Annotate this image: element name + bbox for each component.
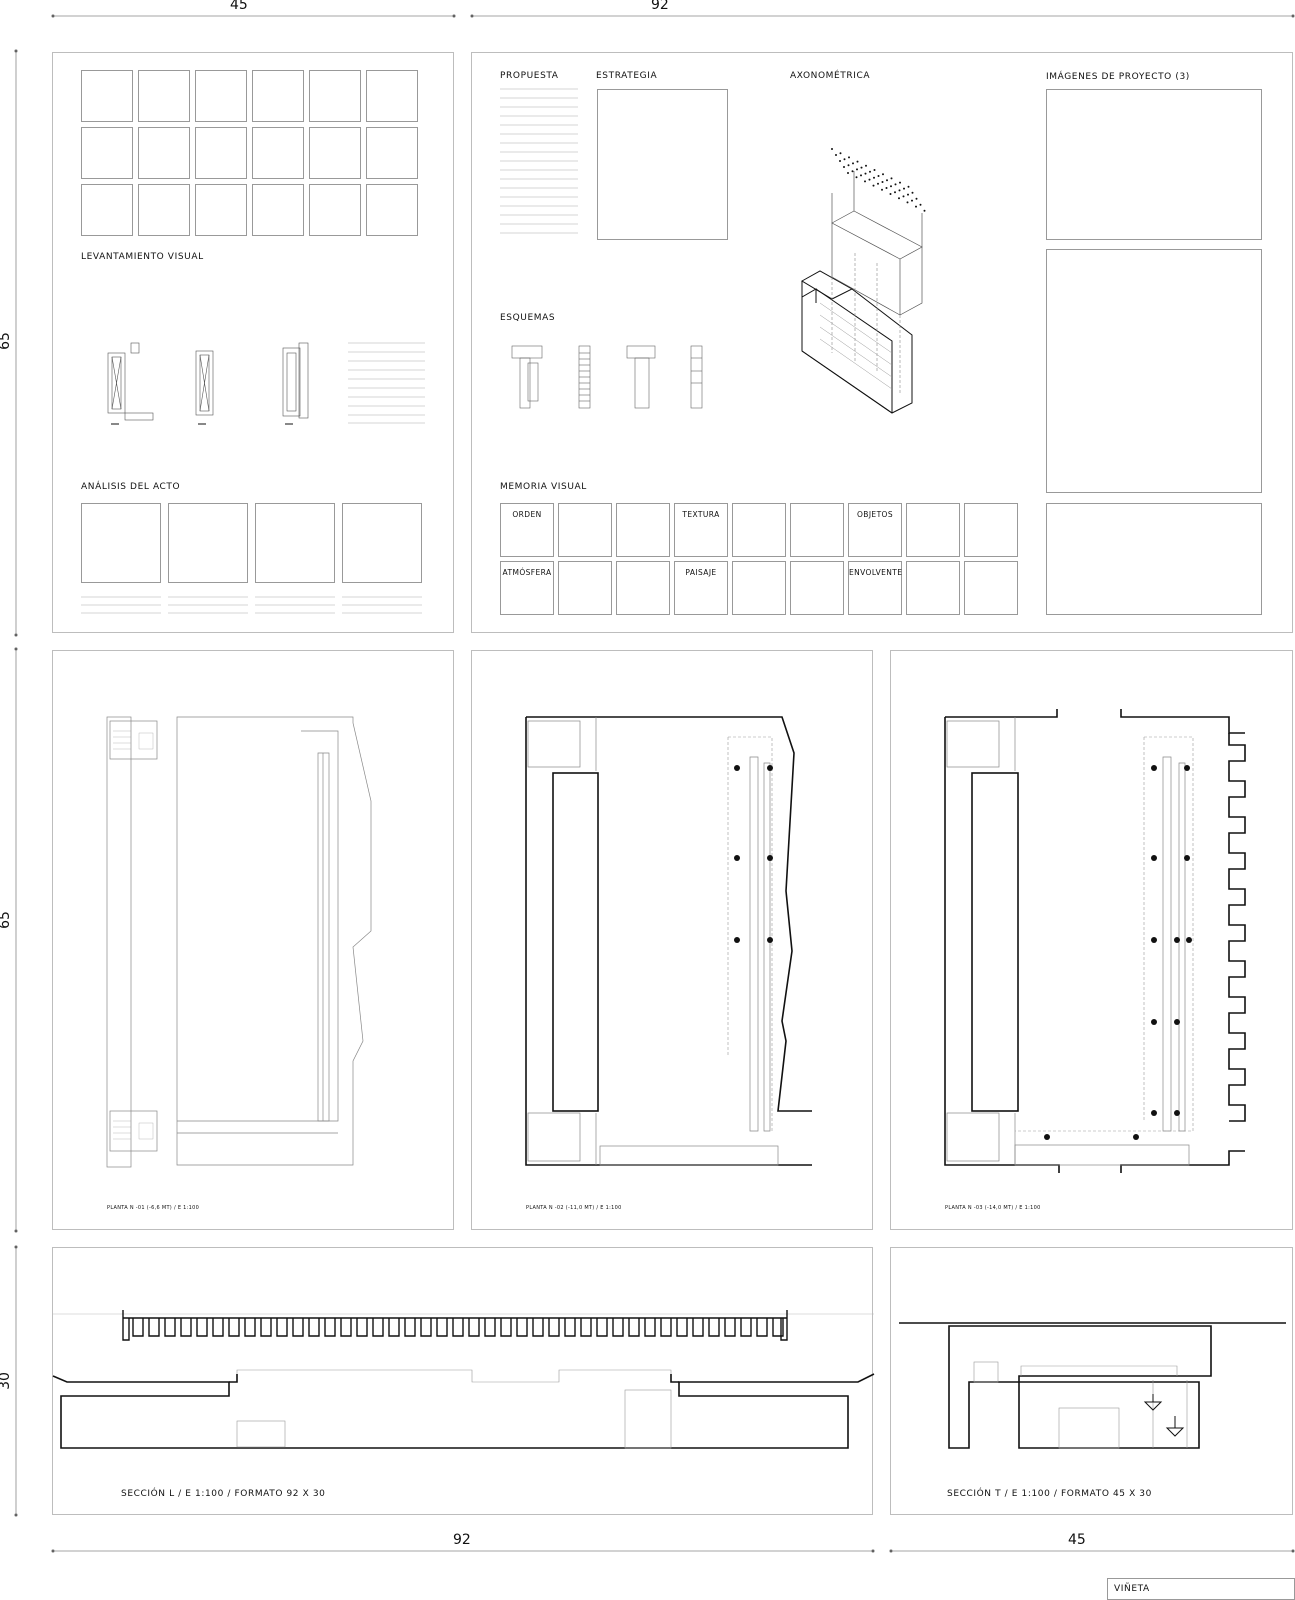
survey-photo: [309, 70, 361, 122]
act-image-1: [81, 503, 161, 583]
memoria-cell: ORDEN: [500, 503, 554, 557]
memoria-cell: TEXTURA: [674, 503, 728, 557]
estrategia-title: ESTRATEGIA: [596, 71, 658, 81]
act-text-lines: [81, 596, 422, 614]
survey-photo: [252, 70, 304, 122]
survey-photo: [195, 70, 247, 122]
propuesta-title: PROPUESTA: [500, 71, 559, 81]
memoria-cell: [558, 561, 612, 615]
survey-photo: [195, 127, 247, 179]
dim-top-right: 92: [651, 0, 669, 13]
memoria-cell-label: TEXTURA: [682, 510, 720, 519]
memoria-cell: ENVOLVENTE: [848, 561, 902, 615]
survey-plans: [107, 342, 425, 425]
levantamiento-title: LEVANTAMIENTO VISUAL: [81, 252, 204, 262]
memoria-cell: [906, 503, 960, 557]
sheet-analysis: LEVANTAMIENTO VISUAL ANÁLISIS DEL ACTO: [52, 52, 454, 633]
analisis-title: ANÁLISIS DEL ACTO: [81, 482, 181, 492]
survey-photo: [81, 127, 133, 179]
vineta-box: VIÑETA: [1107, 1578, 1295, 1600]
dim-bottom-left: 92: [453, 1532, 471, 1548]
survey-photo: [138, 184, 190, 236]
memoria-title: MEMORIA VISUAL: [500, 482, 587, 492]
act-image-3: [255, 503, 335, 583]
memoria-cell: [964, 503, 1018, 557]
plan-1-drawing: [106, 716, 372, 1168]
propuesta-text-lines: [500, 88, 578, 234]
memoria-cell: OBJETOS: [848, 503, 902, 557]
plan-2-drawing: [525, 716, 812, 1166]
memoria-cell: [732, 503, 786, 557]
plan-3-caption: PLANTA N -03 (-14,0 MT) / E 1:100: [945, 1205, 1041, 1211]
section-l-drawing: [52, 1310, 875, 1449]
project-image-3: [1046, 503, 1262, 615]
memoria-cell: ATMÓSFERA: [500, 561, 554, 615]
memoria-cell: [790, 503, 844, 557]
esquemas-title: ESQUEMAS: [500, 313, 556, 323]
survey-photo: [138, 127, 190, 179]
plan-3-drawing: [944, 709, 1246, 1173]
survey-photo: [366, 127, 418, 179]
memoria-cell-label: ENVOLVENTE: [849, 568, 903, 577]
dim-bottom-right: 45: [1068, 1532, 1086, 1548]
schemes-drawings: [511, 345, 703, 409]
project-image-1: [1046, 89, 1262, 240]
section-transversal: SECCIÓN T / E 1:100 / FORMATO 45 X 30: [890, 1247, 1293, 1515]
survey-photo: [309, 184, 361, 236]
survey-photo: [252, 184, 304, 236]
survey-photo: [366, 184, 418, 236]
survey-photo: [195, 184, 247, 236]
memoria-cell-label: ORDEN: [512, 510, 542, 519]
plan-2-caption: PLANTA N -02 (-11,0 MT) / E 1:100: [526, 1205, 622, 1211]
project-image-2: [1046, 249, 1262, 493]
plan-1-caption: PLANTA N -01 (-6,6 MT) / E 1:100: [107, 1205, 200, 1211]
axonometrica-title: AXONOMÉTRICA: [790, 71, 871, 81]
section-t-caption: SECCIÓN T / E 1:100 / FORMATO 45 X 30: [947, 1489, 1152, 1499]
imagenes-title: IMÁGENES DE PROYECTO (3): [1046, 72, 1190, 82]
plan-level-1: PLANTA N -01 (-6,6 MT) / E 1:100: [52, 650, 454, 1230]
memoria-cell-label: OBJETOS: [856, 510, 894, 519]
survey-photo: [252, 127, 304, 179]
act-image-4: [342, 503, 422, 583]
memoria-cell-label: ATMÓSFERA: [502, 568, 552, 577]
dim-top-left: 45: [230, 0, 248, 13]
survey-photo: [81, 70, 133, 122]
act-image-2: [168, 503, 248, 583]
memoria-cell-label: PAISAJE: [685, 568, 717, 577]
axonometric-drawing: [801, 148, 926, 414]
memoria-cell: [732, 561, 786, 615]
plan-level-3: PLANTA N -03 (-14,0 MT) / E 1:100: [890, 650, 1293, 1230]
plan-level-2: PLANTA N -02 (-11,0 MT) / E 1:100: [471, 650, 873, 1230]
memoria-cell: [616, 561, 670, 615]
survey-photo: [309, 127, 361, 179]
sheet-proposal: PROPUESTA ESTRATEGIA AXONOMÉTRICA IMÁGEN…: [471, 52, 1293, 633]
memoria-cell: [906, 561, 960, 615]
section-l-caption: SECCIÓN L / E 1:100 / FORMATO 92 X 30: [121, 1489, 326, 1499]
survey-photo: [366, 70, 418, 122]
survey-photo: [138, 70, 190, 122]
memoria-cell: PAISAJE: [674, 561, 728, 615]
estrategia-image: [597, 89, 728, 240]
survey-photo: [81, 184, 133, 236]
memoria-cell: [790, 561, 844, 615]
section-longitudinal: SECCIÓN L / E 1:100 / FORMATO 92 X 30: [52, 1247, 875, 1515]
memoria-cell: [616, 503, 670, 557]
memoria-cell: [558, 503, 612, 557]
section-t-drawing: [899, 1322, 1286, 1449]
memoria-cell: [964, 561, 1018, 615]
